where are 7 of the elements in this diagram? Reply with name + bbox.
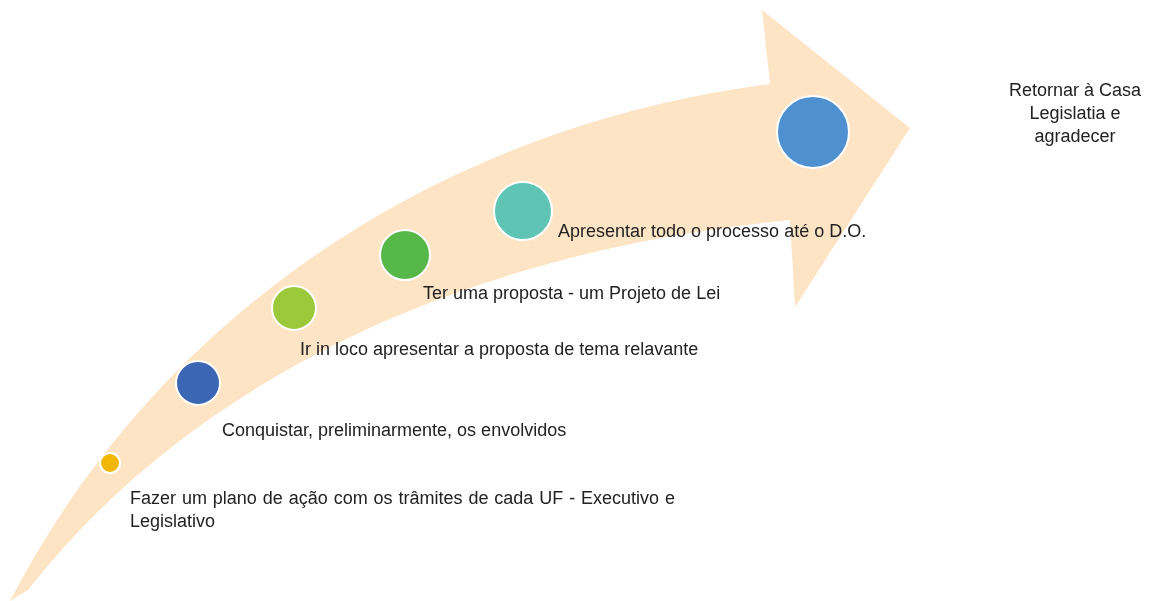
step-label: Ir in loco apresentar a proposta de tema relavante [300,338,700,361]
step-circle [99,452,121,474]
step-label: Fazer um plano de ação com os trâmites de cada UF - Executivo e Legislativo [130,487,675,533]
step-label: Apresentar todo o processo até o D.O. [558,220,868,243]
step-label: Conquistar, preliminarmente, os envolvidos [222,419,568,442]
step-label: Retornar à Casa Legislatia e agradecer [1007,79,1143,148]
step-label: Ter uma proposta - um Projeto de Lei [423,282,722,305]
